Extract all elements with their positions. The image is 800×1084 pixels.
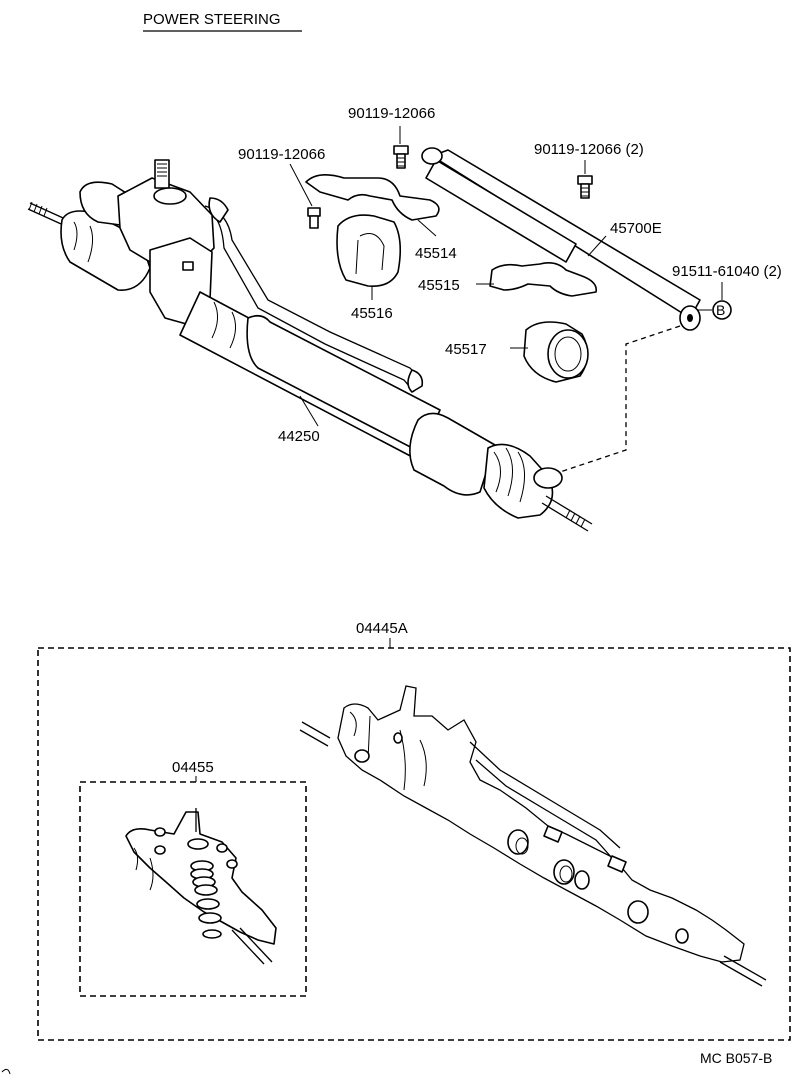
bracket-45514 bbox=[305, 174, 440, 221]
steering-damper-45700e bbox=[421, 147, 701, 331]
kit-04445a-boundary bbox=[37, 647, 791, 1041]
bushing-45516 bbox=[336, 214, 402, 288]
leader-44250 bbox=[299, 395, 319, 427]
steering-rack-assembly bbox=[27, 159, 593, 532]
label-45514: 45514 bbox=[415, 245, 457, 262]
bracket-45515 bbox=[489, 262, 598, 297]
label-bolt-left: 90119-12066 bbox=[238, 146, 325, 163]
label-91511: 91511-61040 (2) bbox=[672, 263, 782, 280]
kit-04445a-parts bbox=[299, 685, 767, 987]
bolt-90119-top bbox=[393, 126, 409, 169]
figure-code: MC B057-B bbox=[700, 1050, 772, 1066]
scan-mark bbox=[1, 1068, 11, 1075]
damper-connection-dashed bbox=[559, 325, 681, 473]
kit-04455-parts bbox=[125, 808, 277, 965]
right-tie-rod-end bbox=[541, 495, 593, 532]
bolt-90119-right bbox=[577, 160, 593, 199]
diagram-title: POWER STEERING bbox=[143, 11, 281, 28]
reference-marker-b: B bbox=[698, 282, 732, 320]
input-shaft bbox=[154, 159, 170, 189]
label-kit-04445a: 04445A bbox=[356, 620, 408, 637]
right-housing bbox=[409, 412, 496, 496]
label-44250: 44250 bbox=[278, 428, 320, 445]
flange-hole bbox=[182, 261, 194, 271]
kit-04455-boundary bbox=[79, 781, 307, 997]
leader-45514 bbox=[417, 219, 437, 237]
label-45515: 45515 bbox=[418, 277, 460, 294]
svg-text:B: B bbox=[716, 302, 725, 318]
label-45517: 45517 bbox=[445, 341, 487, 358]
left-housing bbox=[60, 210, 151, 291]
line-fitting-right bbox=[407, 369, 424, 393]
label-kit-04455: 04455 bbox=[172, 759, 214, 776]
label-bolt-right: 90119-12066 (2) bbox=[534, 141, 644, 158]
bolt-90119-left bbox=[289, 163, 321, 229]
label-bolt-top: 90119-12066 bbox=[348, 105, 435, 122]
input-shaft-collar bbox=[153, 187, 187, 205]
label-45516: 45516 bbox=[351, 305, 393, 322]
line-fitting-left bbox=[208, 197, 229, 223]
bushing-45517 bbox=[523, 321, 589, 383]
label-45700e: 45700E bbox=[610, 220, 662, 237]
right-boot bbox=[483, 443, 554, 519]
boot-clamp bbox=[533, 467, 563, 489]
